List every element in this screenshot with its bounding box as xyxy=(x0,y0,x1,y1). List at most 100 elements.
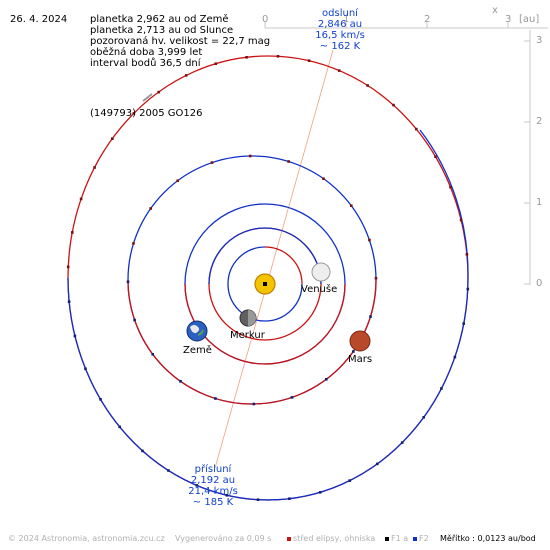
asteroid-orbit-dot xyxy=(376,462,379,466)
mars-orbit-dot xyxy=(126,280,130,284)
mars-icon xyxy=(349,330,371,352)
mars-orbit-dot xyxy=(214,397,217,400)
mars-orbit-dot xyxy=(133,318,136,322)
mars-label: Mars xyxy=(348,354,373,365)
asteroid-orbit-dot xyxy=(415,127,418,131)
mars-orbit-dot xyxy=(132,242,135,245)
asteroid-orbit-dot xyxy=(348,479,352,482)
asteroid-orbit-dot xyxy=(392,103,395,107)
y-tick-3: 3 xyxy=(536,35,543,46)
perihelion-distance: 2,192 au xyxy=(190,475,236,486)
y-tick-0: 0 xyxy=(536,278,543,289)
mars-orbit-dot xyxy=(252,402,256,406)
asteroid-orbit-dot xyxy=(462,322,465,325)
asteroid-orbit xyxy=(67,55,469,501)
mars-orbit-dot xyxy=(290,396,294,399)
asteroid-orbit-dot xyxy=(453,355,457,359)
f2-marker-icon xyxy=(413,536,417,541)
mars-orbit-dot xyxy=(325,378,328,381)
asteroid-orbit-dot xyxy=(288,497,291,500)
earth-label: Země xyxy=(183,345,212,356)
mars-orbit-dot xyxy=(322,177,325,180)
asteroid-orbit-dot xyxy=(84,367,87,371)
asteroid-orbit-dot xyxy=(71,231,74,234)
asteroid-orbit-dot xyxy=(67,300,71,303)
asteroid-orbit-dot xyxy=(366,84,369,87)
asteroid-orbit-dot xyxy=(195,484,199,487)
axis-corner-label: x xyxy=(492,5,498,16)
asteroid-orbit-dot xyxy=(307,59,311,62)
asteroid-orbit-dot xyxy=(79,197,83,201)
aphelion-temperature: ~ 162 K xyxy=(319,41,361,52)
perihelion-label: přísluní 2,192 au 21,4 km/s ~ 185 K xyxy=(185,464,241,508)
asteroid-orbit-dot xyxy=(214,62,218,65)
perihelion-title: přísluní xyxy=(194,464,232,475)
mercury-orbit-north xyxy=(264,246,303,285)
mars-orbit-dot xyxy=(369,315,372,318)
mars-orbit-dot xyxy=(179,380,182,383)
mars-orbit-dot xyxy=(176,179,179,182)
asteroid-orbit-dot xyxy=(93,166,96,169)
mars-orbit-dot xyxy=(248,154,252,158)
asteroid-orbit-dot xyxy=(111,137,114,140)
asteroid-orbit-dot xyxy=(141,449,144,453)
mercury-label: Merkur xyxy=(230,330,265,341)
distance-from-earth: planetka 2,962 au od Země xyxy=(90,14,229,25)
point-interval: interval bodů 36,5 dní xyxy=(90,58,201,69)
f1-marker-icon xyxy=(385,536,389,541)
axis-unit: [au] xyxy=(519,14,540,25)
mars-orbit-dot xyxy=(368,238,371,242)
orbital-period: oběžná doba 3,999 let xyxy=(90,47,203,58)
mars-orbit-dot xyxy=(352,350,355,353)
distance-from-sun: planetka 2,713 au od Slunce xyxy=(90,25,234,36)
orbit-focus-marker xyxy=(263,282,267,286)
asteroid-orbit-dot xyxy=(459,218,463,222)
aphelion-label: odsluní 2,846 au 16,5 km/s ~ 162 K xyxy=(312,8,368,52)
legend-f2: F2 xyxy=(413,534,429,543)
x-tick-1: 1 xyxy=(343,14,350,25)
asteroid-position-dots xyxy=(66,55,470,501)
x-tick-2: 2 xyxy=(424,14,431,25)
mars-orbit-dot xyxy=(149,207,152,210)
x-tick-0: 0 xyxy=(262,14,269,25)
perihelion-speed: 21,4 km/s xyxy=(188,486,238,497)
x-tick-3: 3 xyxy=(505,14,512,25)
earth-icon xyxy=(186,320,208,342)
info-block: planetka 2,962 au od Země planetka 2,713… xyxy=(90,14,270,69)
copyright-link[interactable]: © 2024 Astronomia, astronomia.zcu.cz xyxy=(8,534,165,543)
asteroid-orbit-dot xyxy=(132,112,136,115)
perihelion-temperature: ~ 185 K xyxy=(192,497,234,508)
mars-orbit-dot xyxy=(210,161,214,164)
mars-orbit-dot xyxy=(151,353,154,356)
asteroid-orbit-dot xyxy=(66,265,70,269)
asteroid-orbit-dot xyxy=(157,90,160,94)
object-name: (149793) 2005 GO126 xyxy=(90,108,203,119)
asteroid-orbit-dot xyxy=(466,287,470,291)
asteroid-orbit-dot xyxy=(318,491,322,494)
asteroid-orbit-dot xyxy=(167,469,170,472)
asteroid-orbit-dot xyxy=(118,425,121,429)
scale-label: Měřítko : 0,0123 au/bod xyxy=(440,534,536,543)
asteroid-orbit-dot xyxy=(99,398,102,401)
mars-orbit-dot xyxy=(350,204,353,207)
mars-orbit xyxy=(127,155,377,405)
venus-icon xyxy=(311,262,331,282)
asteroid-orbit-dot xyxy=(256,498,260,501)
asteroid-orbit-dot xyxy=(465,253,469,256)
asteroid-orbit-dot xyxy=(73,334,77,338)
date-label: 26. 4. 2024 xyxy=(10,14,68,25)
mercury-orbit-south xyxy=(227,246,303,322)
y-tick-2: 2 xyxy=(536,116,543,127)
aphelion-title: odsluní xyxy=(322,8,358,19)
generation-time: Vygenerováno za 0,09 s xyxy=(175,534,272,543)
asteroid-orbit-dot xyxy=(276,55,280,58)
aphelion-speed: 16,5 km/s xyxy=(315,30,365,41)
asteroid-orbit-dot xyxy=(449,185,452,189)
mars-orbit-dot xyxy=(374,276,378,280)
legend-f1: F1 a xyxy=(385,534,408,543)
asteroid-marker xyxy=(142,93,153,102)
apsidal-line xyxy=(214,49,334,469)
asteroid-orbit-dot xyxy=(184,74,188,77)
